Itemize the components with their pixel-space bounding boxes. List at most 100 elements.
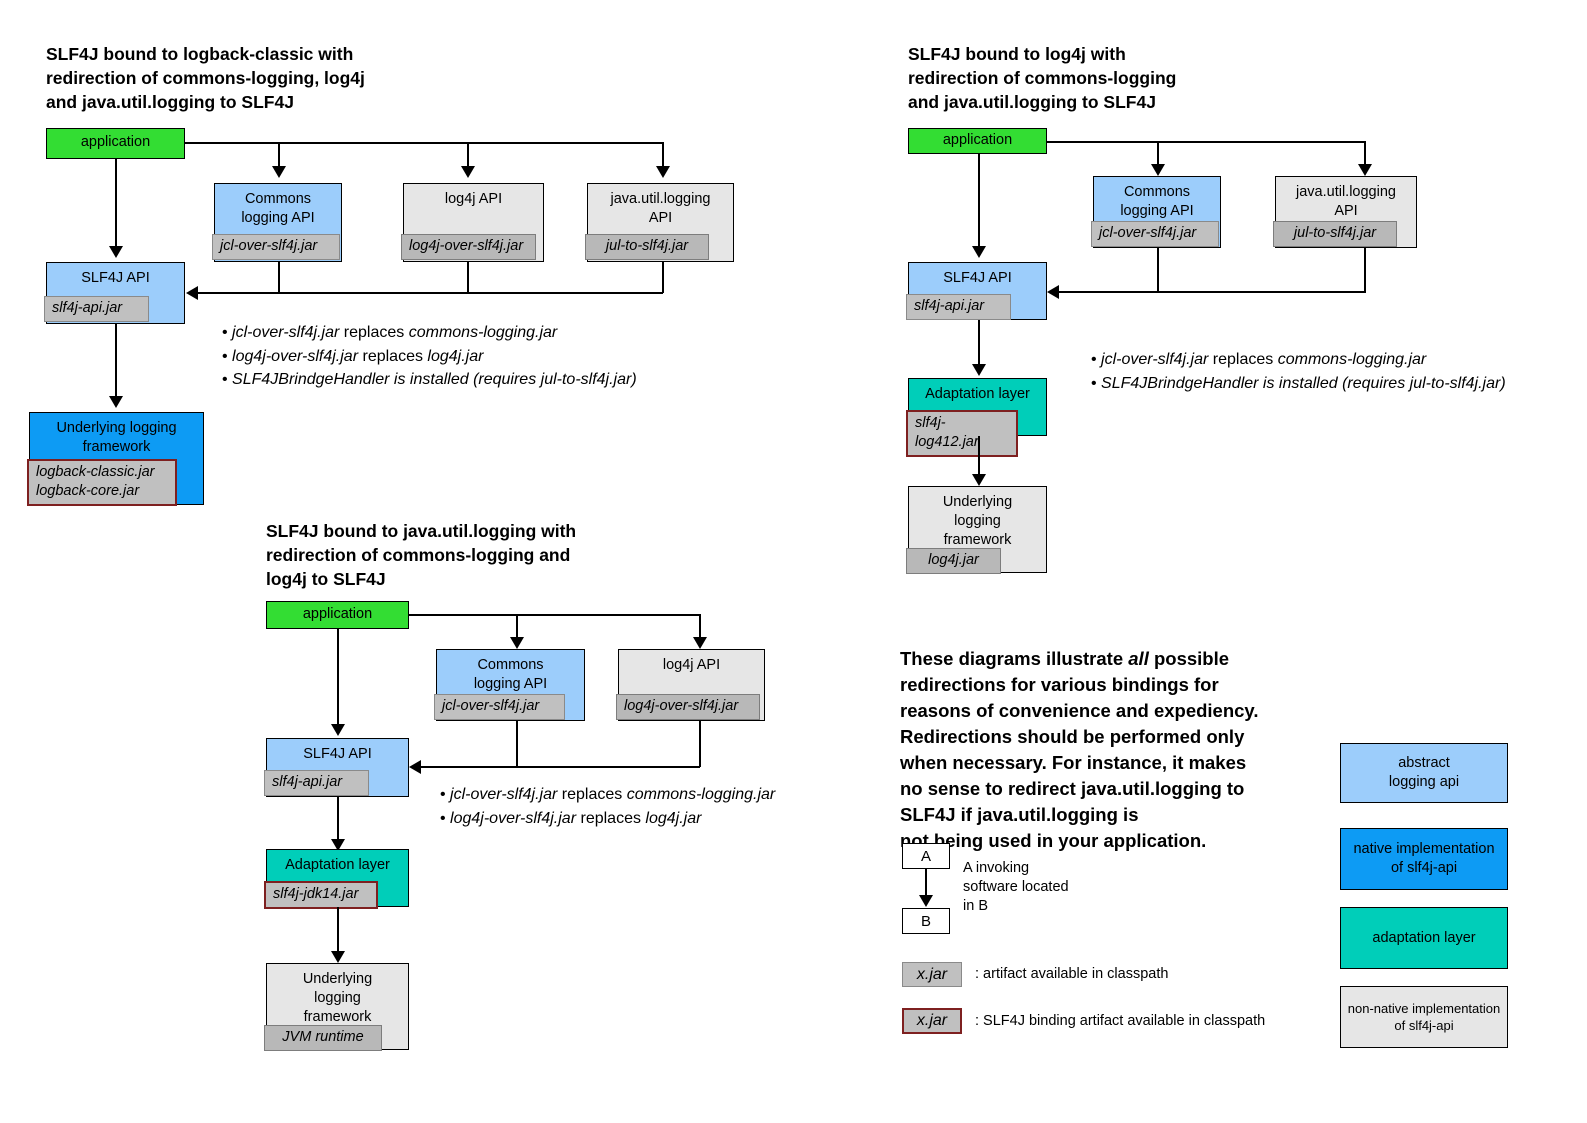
diagram3-slf4j-api-box[interactable]: SLF4J API slf4j-api.jar: [264, 738, 409, 797]
jar-chip-slf4j-api: slf4j-api.jar: [44, 296, 149, 322]
arrowhead-to-jul: [656, 166, 670, 178]
paragraph-after: possible redirections for various bindin…: [900, 648, 1259, 851]
jar-chip-log4j-over-slf4j: log4j-over-slf4j.jar: [401, 234, 536, 260]
diagram2-heading: SLF4J bound to log4j with redirection of…: [908, 44, 1177, 112]
diagram1-underlying-framework-box[interactable]: Underlying logging framework logback-cla…: [27, 412, 204, 506]
node-title: Commons logging API: [1120, 184, 1194, 219]
jar-chip-slf4j-api: slf4j-api.jar: [264, 770, 369, 796]
connector-commons-down: [1157, 248, 1159, 293]
connector-app-to-slf4j: [115, 159, 117, 249]
jar-chip-jcl-over-slf4j: jcl-over-slf4j.jar: [434, 694, 565, 720]
note-line: SLF4JBrindgeHandler is installed (requir…: [1091, 372, 1506, 396]
arrowhead-slf4j-to-underlying: [109, 396, 123, 408]
arrowhead-app-to-slf4j: [331, 724, 345, 736]
legend-box-a: A: [902, 843, 950, 869]
node-title: java.util.logging API: [610, 191, 711, 226]
arrowhead-app-to-slf4j: [109, 246, 123, 258]
connector-to-commons: [1157, 141, 1159, 170]
node-title: application: [942, 132, 1013, 148]
jar-chip-jvm-runtime: JVM runtime: [264, 1025, 382, 1051]
diagram3-application-box[interactable]: application: [266, 601, 409, 629]
node-title: Underlying logging framework: [942, 494, 1013, 548]
node-title: Adaptation layer: [285, 857, 390, 873]
arrowhead-to-jul: [1358, 164, 1372, 176]
legend-artifact-chip: x.jar: [902, 962, 962, 987]
node-title: Commons logging API: [241, 191, 315, 226]
note-line: jcl-over-slf4j.jar replaces commons-logg…: [440, 783, 775, 807]
connector-jul-down: [662, 262, 664, 293]
diagram1-log4j-api-box[interactable]: log4j API log4j-over-slf4j.jar: [401, 183, 544, 262]
connector-to-log4j: [699, 614, 701, 641]
connector-to-commons: [278, 142, 280, 170]
paragraph-before: These diagrams illustrate: [900, 648, 1129, 669]
jar-chip-jcl-over-slf4j: jcl-over-slf4j.jar: [212, 234, 340, 260]
node-title: Underlying logging framework: [302, 971, 373, 1025]
arrowhead-into-slf4j: [1047, 285, 1059, 299]
legend-arrowhead: [919, 895, 933, 907]
jar-chip-slf4j-log412: slf4j-log412.jar: [906, 410, 1018, 457]
connector-bus: [185, 142, 663, 144]
diagram3-heading: SLF4J bound to java.util.logging with re…: [266, 521, 577, 589]
legend-arrow-caption: A invoking software located in B: [963, 860, 1069, 914]
diagram1-heading: SLF4J bound to logback-classic with redi…: [46, 44, 365, 112]
diagram1-slf4j-api-box[interactable]: SLF4J API slf4j-api.jar: [44, 262, 185, 324]
arrowhead-app-to-slf4j: [972, 246, 986, 258]
legend-box-b: B: [902, 908, 950, 934]
diagram1-notes: jcl-over-slf4j.jar replaces commons-logg…: [222, 321, 637, 392]
note-line: jcl-over-slf4j.jar replaces commons-logg…: [1091, 348, 1506, 372]
legend-binding-caption: : SLF4J binding artifact available in cl…: [975, 1013, 1266, 1029]
arrowhead-adaptation-to-underlying: [972, 474, 986, 486]
diagram3-commons-logging-api-box[interactable]: Commons logging API jcl-over-slf4j.jar: [434, 649, 585, 721]
connector-slf4j-to-adaptation: [337, 797, 339, 842]
node-title: log4j API: [662, 657, 721, 673]
legend-swatch-label: abstract logging api: [1388, 755, 1460, 790]
legend-swatch-adaptation-layer: adaptation layer: [1340, 907, 1508, 969]
diagram3-adaptation-layer-box[interactable]: Adaptation layer slf4j-jdk14.jar: [264, 849, 409, 909]
connector-app-to-slf4j: [978, 154, 980, 249]
jar-chip-logback: logback-classic.jar logback-core.jar: [27, 459, 177, 506]
node-title: application: [302, 606, 373, 622]
connector-jul-down: [1364, 248, 1366, 293]
connector-adaptation-to-underlying: [978, 436, 980, 478]
connector-return-bus: [1059, 291, 1365, 293]
diagram2-commons-logging-api-box[interactable]: Commons logging API jcl-over-slf4j.jar: [1091, 176, 1221, 248]
connector-bus: [409, 614, 700, 616]
diagram1-jul-api-box[interactable]: java.util.logging API jul-to-slf4j.jar: [585, 183, 734, 262]
legend-swatch-label: adaptation layer: [1372, 929, 1476, 946]
note-line: log4j-over-slf4j.jar replaces log4j.jar: [440, 807, 775, 831]
diagram1-application-box[interactable]: application: [46, 128, 185, 159]
diagram2-adaptation-layer-box[interactable]: Adaptation layer slf4j-log412.jar: [906, 378, 1047, 457]
connector-commons-down: [516, 721, 518, 767]
connector-return-bus: [198, 292, 663, 294]
legend-connector: [925, 869, 927, 899]
legend-binding-chip-label: x.jar: [916, 1012, 948, 1029]
diagram3-log4j-api-box[interactable]: log4j API log4j-over-slf4j.jar: [616, 649, 765, 721]
connector-return-bus: [421, 766, 700, 768]
connector-app-to-slf4j: [337, 629, 339, 727]
diagram3-underlying-framework-box[interactable]: Underlying logging framework JVM runtime: [264, 963, 409, 1051]
legend-artifact-chip-label: x.jar: [916, 965, 948, 983]
explanatory-paragraph: These diagrams illustrate all possible r…: [900, 620, 1330, 854]
connector-commons-down: [278, 262, 280, 293]
node-title: Commons logging API: [473, 657, 548, 692]
jar-chip-slf4j-api: slf4j-api.jar: [906, 294, 1011, 320]
diagram1-commons-logging-api-box[interactable]: Commons logging API jcl-over-slf4j.jar: [212, 183, 342, 262]
diagram2-slf4j-api-box[interactable]: SLF4J API slf4j-api.jar: [906, 262, 1047, 320]
legend-box-b-label: B: [920, 912, 931, 930]
jar-chip-log4j-over-slf4j: log4j-over-slf4j.jar: [616, 694, 760, 720]
jar-chip-jul-to-slf4j: jul-to-slf4j.jar: [585, 234, 709, 260]
diagram2-application-box[interactable]: application: [908, 128, 1047, 154]
note-line: SLF4JBrindgeHandler is installed (requir…: [222, 368, 637, 392]
legend-box-a-label: A: [920, 847, 931, 865]
node-title: application: [80, 134, 151, 150]
arrowhead-slf4j-to-adaptation: [972, 364, 986, 376]
connector-to-jul: [662, 142, 664, 170]
legend-swatch-native-implementation: native implementation of slf4j-api: [1340, 828, 1508, 890]
arrowhead-to-log4j: [693, 637, 707, 649]
diagram2-jul-api-box[interactable]: java.util.logging API jul-to-slf4j.jar: [1273, 176, 1417, 248]
arrowhead-adaptation-to-underlying: [331, 951, 345, 963]
diagram2-underlying-framework-box[interactable]: Underlying logging framework log4j.jar: [906, 486, 1047, 574]
connector-adaptation-to-underlying: [337, 907, 339, 955]
arrowhead-into-slf4j: [409, 760, 421, 774]
